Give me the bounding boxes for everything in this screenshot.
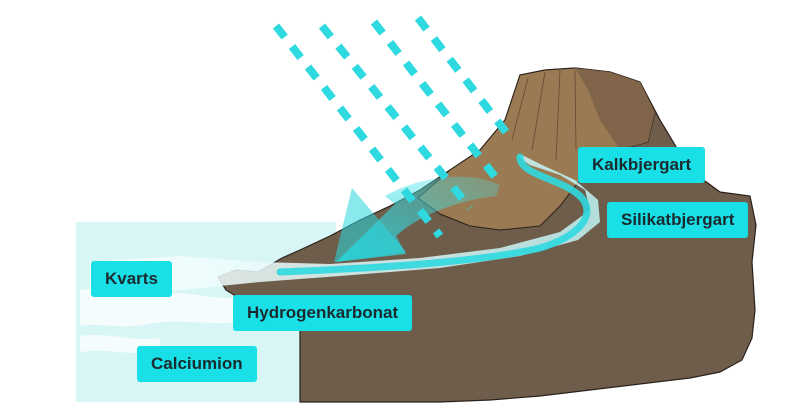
label-silikatbjergart: Silikatbjergart <box>607 202 749 238</box>
flow-arrow-head <box>334 188 406 262</box>
stream-curve <box>276 153 591 276</box>
label-hydrogenkarbonat: Hydrogenkarbonat <box>233 295 413 331</box>
rain-streaks <box>272 15 516 239</box>
sediment-plume <box>80 289 236 354</box>
label-kalkbjergart: Kalkbjergart <box>578 147 706 183</box>
label-kvarts: Kvarts <box>91 261 172 297</box>
rock-shadow <box>575 68 655 150</box>
rock-ridge-lines <box>511 69 577 161</box>
label-calciumion: Calciumion <box>137 346 257 382</box>
